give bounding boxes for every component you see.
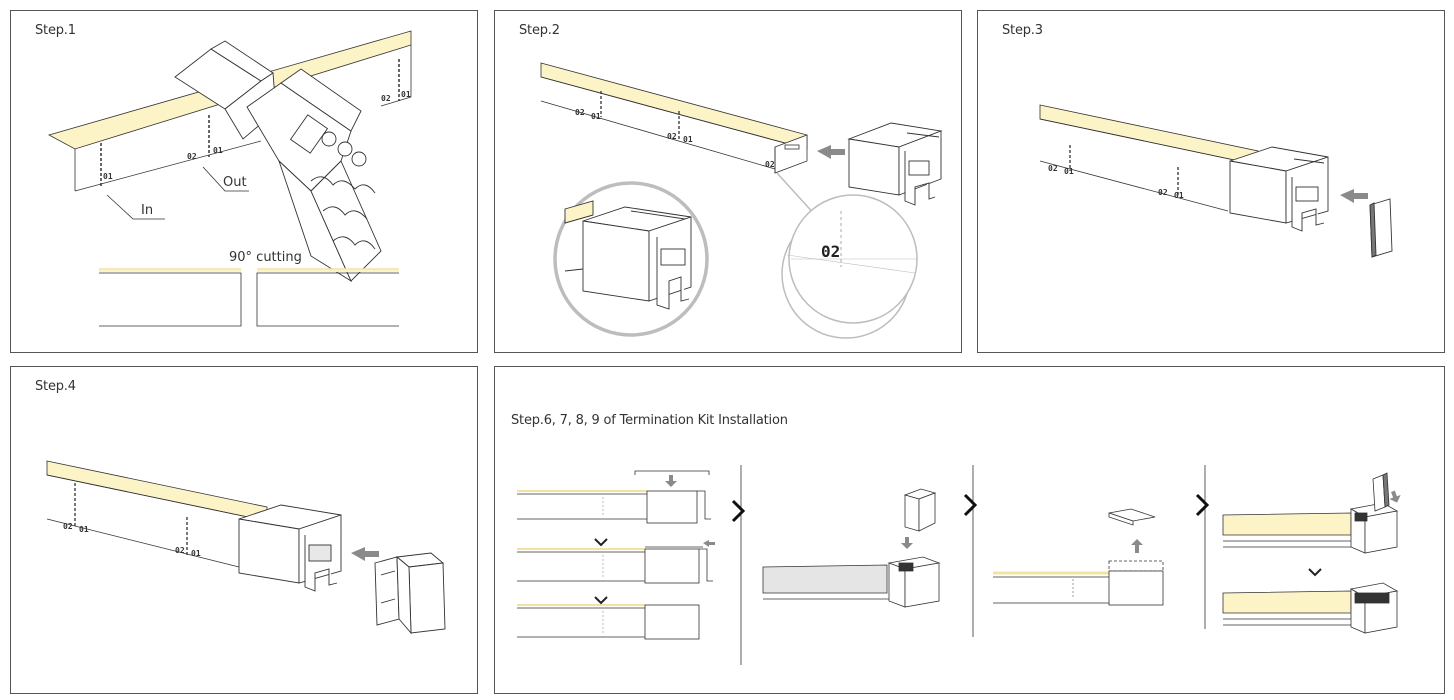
step-3-mark-a: 02	[1048, 164, 1058, 173]
step-2-mark-c: 02	[667, 132, 677, 141]
step-4-arrow-icon	[351, 547, 379, 561]
step-3-mark-d: 01	[1174, 191, 1184, 200]
substep-a	[517, 470, 715, 640]
step-1-label-in: In	[141, 203, 153, 218]
step-2-detail-cap	[564, 200, 692, 310]
step-3-mark-c: 02	[1158, 188, 1168, 197]
step-2-detail-mark: 02	[821, 242, 840, 261]
step-2-end-cap	[847, 122, 943, 206]
substep-a-chevron-down-icon-1	[594, 538, 608, 547]
step-1-label-cutting: 90° cutting	[229, 250, 302, 265]
step-3-end-cap	[1229, 146, 1329, 232]
step-4-illustration: 02 01 02 01	[46, 460, 446, 635]
cut-ends-illustration	[99, 268, 399, 327]
step-4-end-cap	[238, 504, 342, 592]
step-3-arrow-icon	[1340, 189, 1368, 203]
next-chevron-icon-1	[731, 499, 746, 523]
panel-step-4-title: Step.4	[35, 379, 76, 394]
substep-d	[1222, 472, 1401, 634]
step-4-mark-c: 02	[175, 546, 185, 555]
step-1-label-out: Out	[223, 175, 247, 190]
step-4-mark-b: 01	[79, 525, 89, 534]
panel-step-1-title: Step.1	[35, 23, 76, 38]
panel-step-1: Step.1 01 02 01 02 01	[10, 10, 478, 353]
substep-b	[762, 488, 941, 608]
step-1-illustration: 01 02 01 02 01 In Out 90° cutting	[47, 30, 412, 327]
step-4-mark-d: 01	[191, 549, 201, 558]
step-1-mark-01-c: 01	[401, 90, 411, 99]
step-2-illustration: 02 01 02 01 02	[540, 62, 943, 339]
step-2-mark-d: 01	[683, 135, 693, 144]
step-2-arrow-icon	[817, 145, 845, 159]
step-1-mark-02-b: 02	[381, 94, 391, 103]
panel-step-2-title: Step.2	[519, 23, 560, 38]
step-2-mark-b: 01	[591, 112, 601, 121]
step-2-mark-e: 02	[765, 160, 775, 169]
panel-step-3: Step.3 02 01 02 01	[977, 10, 1445, 353]
next-chevron-icon-3	[1195, 493, 1210, 517]
step-3-small-cap	[1369, 198, 1393, 258]
step-1-mark-01-b: 01	[213, 146, 223, 155]
step-4-mark-a: 02	[63, 522, 73, 531]
step-2-mark-a: 02	[575, 108, 585, 117]
step-4-plug-cap	[374, 552, 446, 635]
step-6-9-illustration	[517, 465, 1401, 665]
substep-d-chevron-down-icon	[1308, 568, 1322, 577]
panel-step-2: Step.2 02 01 02 01 02	[494, 10, 962, 353]
panel-step-6-9: Step.6, 7, 8, 9 of Termination Kit Insta…	[494, 366, 1445, 694]
panel-step-3-title: Step.3	[1002, 23, 1043, 38]
step-3-illustration: 02 01 02 01	[1039, 104, 1393, 258]
substep-a-chevron-down-icon-2	[594, 596, 608, 605]
step-3-mark-b: 01	[1064, 167, 1074, 176]
next-chevron-icon-2	[963, 493, 978, 517]
panel-step-6-9-title: Step.6, 7, 8, 9 of Termination Kit Insta…	[511, 413, 788, 428]
panel-step-4: Step.4 02 01 02 01	[10, 366, 478, 694]
substep-c	[993, 508, 1164, 606]
cutter-tool	[174, 40, 382, 283]
step-1-mark-01-a: 01	[103, 172, 113, 181]
step-1-mark-02-a: 02	[187, 152, 197, 161]
